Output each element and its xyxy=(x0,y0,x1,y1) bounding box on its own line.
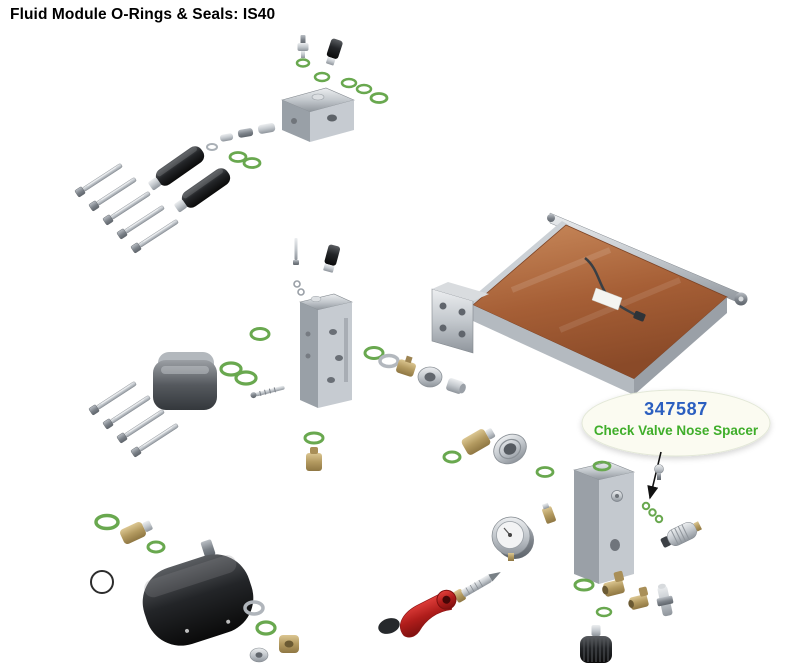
brass-elbow xyxy=(602,570,625,597)
manifold-plate xyxy=(299,293,353,408)
nose-spacer-o-ring xyxy=(641,501,651,511)
solenoid-module xyxy=(153,352,217,410)
o-ring xyxy=(363,346,385,360)
check-valve-block xyxy=(572,461,636,584)
o-ring xyxy=(369,92,389,104)
plate-front-right-edge xyxy=(634,297,727,395)
bolt-hole xyxy=(458,330,466,338)
o-ring xyxy=(355,83,373,95)
sensor-part xyxy=(323,244,341,273)
o-ring xyxy=(146,540,166,554)
o-ring xyxy=(442,450,462,464)
bottom-left-assembly xyxy=(90,513,299,663)
cable-connector xyxy=(633,310,646,322)
o-ring xyxy=(94,513,120,531)
brass-fitting xyxy=(461,428,496,455)
plate-end-block-top xyxy=(432,282,489,301)
callout-bubble-group xyxy=(581,389,771,500)
fittings-row xyxy=(206,123,276,151)
rail-start-cap xyxy=(547,214,555,222)
bolt-hole xyxy=(439,324,447,332)
o-ring xyxy=(592,460,612,472)
heater-label xyxy=(591,287,623,311)
needle-valve xyxy=(453,572,501,603)
bottom-right-valve-assembly xyxy=(378,428,702,663)
plate-top-edge xyxy=(468,221,569,305)
pin-part xyxy=(293,238,299,265)
black-coupler xyxy=(148,146,205,190)
fitting xyxy=(249,647,269,663)
large-coupling-nut xyxy=(493,433,527,465)
seal-ring xyxy=(293,280,301,288)
check-valve-cartridge xyxy=(660,521,702,548)
spring-pin xyxy=(250,385,285,399)
washer xyxy=(243,600,265,616)
pressure-gauge xyxy=(491,516,534,561)
seal-ring xyxy=(90,570,114,594)
brass-elbow xyxy=(628,586,649,610)
o-ring xyxy=(340,77,358,89)
bolt-hole xyxy=(458,308,466,316)
o-ring xyxy=(242,157,262,169)
o-ring xyxy=(303,431,325,445)
relief-valve-part xyxy=(297,35,309,58)
o-ring xyxy=(295,58,311,68)
black-coupler xyxy=(174,168,231,212)
heater-plate-assembly xyxy=(431,212,748,395)
red-handle xyxy=(399,589,457,638)
o-ring xyxy=(535,466,555,478)
rail-end-bolt xyxy=(738,296,744,302)
bolt-hole xyxy=(439,302,447,310)
o-ring xyxy=(219,361,243,377)
o-ring xyxy=(313,71,331,83)
seal-ring xyxy=(297,288,305,296)
callout-arrow xyxy=(647,451,662,500)
black-cylinder-body xyxy=(142,539,254,646)
o-ring xyxy=(249,327,271,341)
o-ring xyxy=(255,620,277,636)
washer xyxy=(378,353,400,369)
black-disc xyxy=(378,618,400,634)
brass-fitting xyxy=(396,355,416,377)
brass-fitting xyxy=(120,520,153,545)
plate-front-left-edge xyxy=(473,305,634,395)
nose-spacer-o-ring xyxy=(648,508,657,517)
middle-manifold-assembly xyxy=(88,238,466,471)
black-cap xyxy=(580,625,612,663)
nose-spacer-o-ring xyxy=(654,514,664,524)
manifold-block xyxy=(281,87,355,142)
o-ring xyxy=(595,606,613,618)
sensor-part xyxy=(326,38,343,66)
brass-nut xyxy=(279,635,299,653)
page-title: Fluid Module O-Rings & Seals: IS40 xyxy=(10,6,276,23)
brass-fitting xyxy=(542,502,556,524)
callout-bubble xyxy=(581,389,771,457)
o-ring xyxy=(573,578,595,592)
fitting xyxy=(446,378,466,394)
top-manifold-assembly xyxy=(74,35,389,254)
o-ring xyxy=(234,370,258,386)
coupling-nut xyxy=(417,366,443,388)
brass-fitting xyxy=(306,447,322,471)
straight-fitting xyxy=(656,583,674,617)
o-ring xyxy=(228,151,248,163)
nose-fitting xyxy=(654,464,664,480)
